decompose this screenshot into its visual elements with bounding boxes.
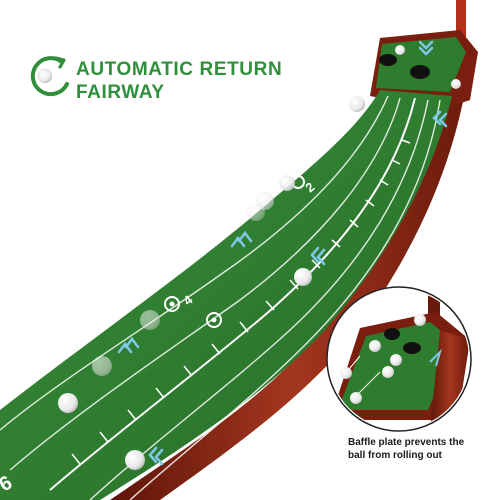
cup-hole-left bbox=[379, 54, 397, 66]
headline-line-1: AUTOMATIC RETURN bbox=[76, 59, 283, 80]
golf-ball bbox=[382, 366, 394, 378]
golf-ball bbox=[390, 354, 402, 366]
mat-line bbox=[89, 99, 429, 500]
mat-line bbox=[9, 97, 401, 471]
mat-line bbox=[129, 99, 441, 500]
golf-ball bbox=[140, 310, 160, 330]
baffle-plate-inset bbox=[326, 286, 472, 432]
target-marker bbox=[164, 296, 180, 312]
golf-ball bbox=[340, 367, 352, 379]
golf-ball bbox=[369, 340, 381, 352]
golf-ball-icon bbox=[37, 68, 53, 84]
golf-ball bbox=[92, 356, 112, 376]
putter-shaft bbox=[456, 0, 466, 42]
golf-ball bbox=[125, 450, 145, 470]
putting-mat bbox=[0, 90, 452, 500]
target-marker bbox=[206, 312, 222, 328]
return-arrow-icon bbox=[30, 56, 69, 97]
mat-line bbox=[0, 95, 389, 431]
golf-ball bbox=[349, 96, 365, 112]
cup-hole-right bbox=[410, 65, 430, 79]
headline-line-2: FAIRWAY bbox=[76, 82, 165, 103]
golf-ball bbox=[451, 79, 461, 89]
inset-caption-line-1: Baffle plate prevents the bbox=[348, 437, 465, 448]
golf-ball bbox=[414, 314, 426, 326]
chevron-arrows-icon bbox=[117, 40, 448, 466]
golf-ball bbox=[294, 268, 312, 286]
golf-ball bbox=[350, 392, 362, 404]
inset-caption: Baffle plate prevents the ball from roll… bbox=[348, 436, 473, 462]
mat-center-line bbox=[49, 97, 416, 491]
headline: AUTOMATIC RETURN FAIRWAY bbox=[24, 58, 282, 104]
golf-ball bbox=[279, 175, 295, 191]
return-arrow-icon bbox=[429, 348, 443, 367]
golf-ball bbox=[58, 393, 78, 413]
golf-ball bbox=[247, 203, 265, 221]
inset-caption-line-2: ball from rolling out bbox=[348, 450, 442, 461]
golf-ball bbox=[395, 45, 405, 55]
distance-ticks bbox=[71, 139, 411, 465]
